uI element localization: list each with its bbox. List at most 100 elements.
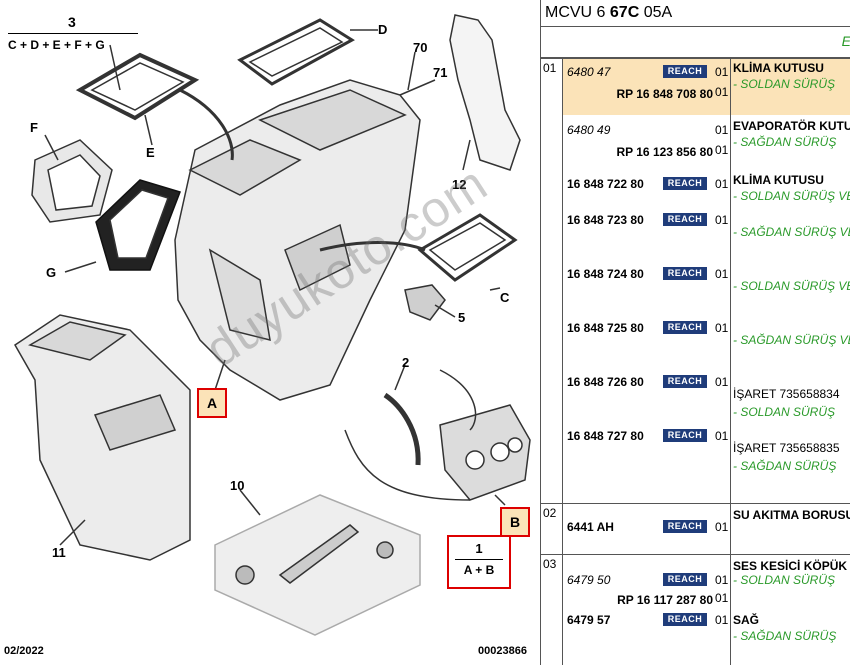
part-description: SU AKITMA BORUSU: [733, 508, 850, 522]
control-panel: [439, 404, 531, 501]
desc-column: SU AKITMA BORUSU: [731, 504, 850, 554]
part-ref: 16 848 724 80: [567, 267, 644, 281]
rp-number: RP 16 117 287 80: [617, 593, 713, 607]
reach-badge: REACH: [663, 573, 707, 586]
reach-badge: REACH: [663, 429, 707, 442]
corner-letter: E: [842, 33, 850, 49]
group-number: 01: [541, 59, 563, 503]
table-row[interactable]: 6480 49: [563, 123, 713, 139]
hvac-module-11: [14, 314, 191, 561]
gasket-d: [237, 18, 355, 86]
reach-badge: REACH: [663, 65, 707, 78]
gasket-e: [75, 52, 200, 121]
group-number: 03: [541, 555, 563, 665]
label-g: G: [46, 265, 57, 280]
sub-header: E: [541, 27, 850, 59]
part-ref: 6441 AH: [567, 520, 614, 534]
table-row[interactable]: RP 16 848 708 80: [563, 87, 713, 103]
label-10: 10: [230, 478, 245, 493]
part-ref: 6479 50: [567, 573, 611, 587]
model-suffix: 05A: [639, 4, 673, 21]
part-description: KLİMA KUTUSU: [733, 61, 824, 75]
rp-number: RP 16 848 708 80: [616, 87, 713, 101]
qty: 01: [715, 65, 729, 79]
qty: 01: [715, 143, 729, 157]
part-ref: 16 848 723 80: [567, 213, 644, 227]
group-1-number: 1: [475, 541, 483, 556]
group-02: 02 6441 AH REACH 01 SU AKITMA BORUSU: [541, 504, 850, 555]
qty: 01: [715, 375, 729, 389]
part-ref: 6480 49: [567, 123, 611, 137]
qty: 01: [715, 321, 729, 335]
diagram-doc-number: 00023866: [478, 645, 527, 657]
part-ref: 16 848 726 80: [567, 375, 644, 389]
qty: 01: [715, 267, 729, 281]
box-label-a: A: [197, 388, 227, 418]
group-number: 02: [541, 504, 563, 554]
actuator-5: [404, 284, 446, 321]
label-d: D: [378, 22, 388, 37]
part-description: SES KESİCİ KÖPÜK: [733, 559, 848, 573]
diagram-drawing: [14, 14, 531, 636]
reach-badge: REACH: [663, 321, 707, 334]
model-code: 67C: [609, 4, 640, 21]
label-c: C: [500, 290, 510, 305]
ref-column: 6441 AH REACH: [563, 504, 713, 554]
reach-badge: REACH: [663, 375, 707, 388]
qty: 01: [715, 213, 729, 227]
part-variant: - SOLDAN SÜRÜŞ VE: [733, 189, 850, 203]
qty: 01: [715, 429, 729, 443]
qty: 01: [715, 177, 729, 191]
label-71: 71: [433, 65, 448, 80]
reach-badge: REACH: [663, 267, 707, 280]
box-label-b: B: [500, 507, 530, 537]
label-f: F: [30, 120, 38, 135]
part-variant: - SOLDAN SÜRÜŞ: [733, 573, 836, 587]
exploded-parts-diagram: 3 C + D + E + F + G D E F G C 70 71 12 5…: [4, 14, 531, 657]
qty-column: 01 01 01 01 01 01 01 01 01 01: [713, 59, 731, 503]
part-variant: - SAĞDAN SÜRÜŞ: [733, 459, 837, 473]
qty: 01: [715, 520, 729, 534]
part-variant: - SAĞDAN SÜRÜŞ: [733, 629, 837, 643]
part-ref: 16 848 722 80: [567, 177, 644, 191]
group-3-formula: C + D + E + F + G: [8, 38, 105, 52]
part-description: SAĞ: [733, 613, 760, 627]
part-variant: - SAĞDAN SÜRÜŞ VE: [733, 225, 850, 239]
qty: 01: [715, 573, 729, 587]
part-ref: 6480 47: [567, 65, 611, 79]
reach-badge: REACH: [663, 520, 707, 533]
rp-number: RP 16 123 856 80: [616, 145, 713, 159]
label-e: E: [146, 145, 155, 160]
part-variant: - SAĞDAN SÜRÜŞ: [733, 135, 837, 149]
qty: 01: [715, 85, 729, 99]
reach-badge: REACH: [663, 177, 707, 190]
group-1-box: 1 A + B: [447, 535, 511, 589]
qty: 01: [715, 591, 729, 605]
label-70: 70: [413, 40, 428, 55]
desc-column: SES KESİCİ KÖPÜK - SOLDAN SÜRÜŞ SAĞ - SA…: [731, 555, 850, 665]
label-11: 11: [52, 545, 66, 560]
qty: 01: [715, 613, 729, 627]
group-3-number: 3: [68, 14, 76, 30]
table-row[interactable]: 6480 47 REACH: [563, 65, 713, 81]
group-1-underline: [455, 559, 503, 560]
parts-table: MCVU 6 67C 05A E 01 6480 47 REACH RP 16 8…: [540, 0, 850, 665]
part-note: İŞARET 735658835: [733, 441, 840, 455]
part-variant: - SOLDAN SÜRÜŞ VE: [733, 279, 850, 293]
desc-column: KLİMA KUTUSU - SOLDAN SÜRÜŞ EVAPORATÖR K…: [731, 59, 850, 503]
table-row[interactable]: RP 16 123 856 80: [563, 145, 713, 161]
part-variant: - SAĞDAN SÜRÜŞ VE: [733, 333, 850, 347]
label-5: 5: [458, 310, 466, 325]
diagram-date: 02/2022: [4, 645, 44, 657]
part-ref: 16 848 727 80: [567, 429, 644, 443]
part-ref: 16 848 725 80: [567, 321, 644, 335]
group-1-formula: A + B: [463, 563, 495, 577]
gasket-c: [417, 213, 518, 282]
model-prefix: MCVU 6: [545, 4, 610, 21]
qty: 01: [715, 123, 729, 137]
part-variant: - SOLDAN SÜRÜŞ: [733, 405, 836, 419]
reach-badge: REACH: [663, 613, 707, 626]
model-header: MCVU 6 67C 05A: [541, 0, 850, 27]
